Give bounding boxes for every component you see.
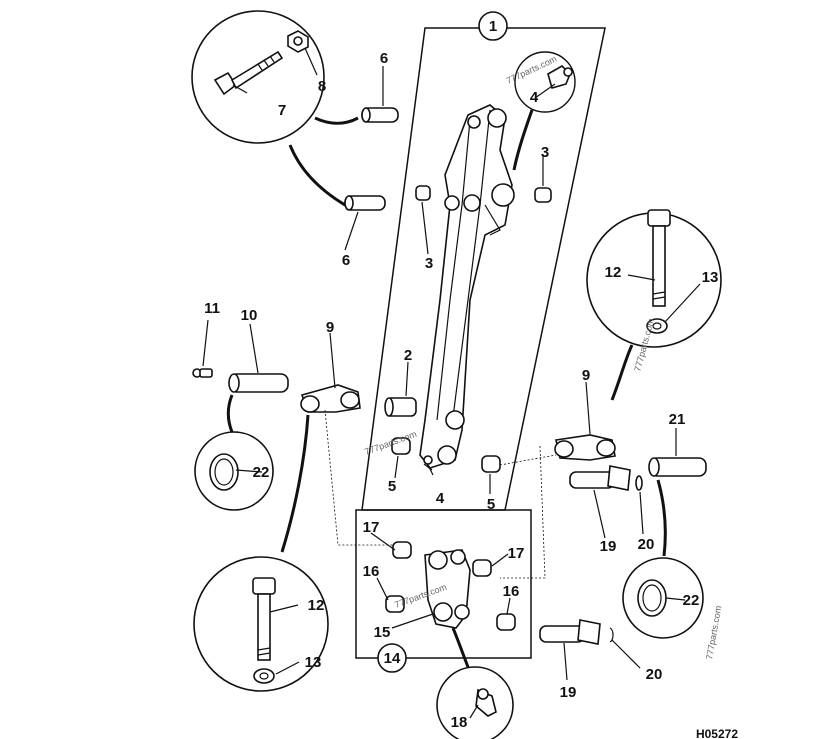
callout-17-left: 17 <box>363 519 380 536</box>
pin-6-bottom <box>344 195 386 211</box>
drawing-code: H05272 <box>696 727 738 739</box>
link-15 <box>424 549 471 629</box>
callout-2: 2 <box>404 347 412 364</box>
bolt-12-right <box>647 209 671 307</box>
nut-8 <box>287 30 309 53</box>
pin-10 <box>228 373 289 393</box>
callout-21: 21 <box>669 411 686 428</box>
callout-8: 8 <box>318 78 326 95</box>
bolt-7 <box>213 50 284 96</box>
bush-5-left <box>391 437 411 455</box>
callout-12-lower: 12 <box>308 597 325 614</box>
callout-labels: 1 14 2 3 3 4 4 5 5 6 6 7 8 9 9 10 11 12 … <box>204 11 719 731</box>
leader-curve-left <box>226 394 234 433</box>
bush-3-left <box>415 185 431 201</box>
callout-1: 1 <box>489 18 497 35</box>
centre-line-right-2 <box>499 454 557 466</box>
link-assembly-frame <box>355 509 532 659</box>
bush-16-right <box>496 613 516 631</box>
bush-17-right <box>472 559 492 577</box>
leader-curve-right-top <box>610 344 634 401</box>
callout-16-right: 16 <box>503 583 520 600</box>
bush-2 <box>384 397 417 417</box>
callout-3-left: 3 <box>425 255 433 272</box>
callout-16-left: 16 <box>363 563 380 580</box>
leader-curve-lower <box>451 627 472 673</box>
callout-10: 10 <box>241 307 258 324</box>
callout-5-left: 5 <box>388 478 396 495</box>
callout-22-right: 22 <box>683 592 700 609</box>
callout-15: 15 <box>374 624 391 641</box>
callout-14: 14 <box>384 650 401 667</box>
link-9-left <box>300 384 361 413</box>
callout-9-right: 9 <box>582 367 590 384</box>
callout-11: 11 <box>204 300 220 317</box>
callout-circle-1 <box>478 11 508 41</box>
clip-20-upper <box>635 475 643 491</box>
grease-nipple-4-top <box>547 65 573 89</box>
bush-17-left <box>392 541 412 559</box>
shim-22-left <box>209 453 239 491</box>
callout-6-bottom: 6 <box>342 252 350 269</box>
callout-19-lower: 19 <box>560 684 577 701</box>
shim-22-right <box>637 579 667 617</box>
callout-4-bottom: 4 <box>436 490 445 507</box>
detail-circle-bolt <box>191 10 325 144</box>
callout-19-upper: 19 <box>600 538 617 555</box>
nut-13-lower <box>253 668 275 684</box>
centre-line-left <box>324 409 400 546</box>
callout-6-top: 6 <box>380 50 388 67</box>
bolt-12-lower <box>252 577 276 661</box>
detail-circle-grease <box>436 666 514 739</box>
nut-13-right <box>646 318 668 334</box>
pin-19-upper <box>569 465 631 491</box>
callout-12-right: 12 <box>605 264 622 281</box>
callout-22-left: 22 <box>253 464 270 481</box>
callout-circle-14 <box>377 643 407 673</box>
callout-18: 18 <box>451 714 468 731</box>
callout-7: 7 <box>278 102 286 119</box>
pin-19-lower <box>539 619 601 645</box>
callout-17-right: 17 <box>508 545 525 562</box>
leader-curve-top-right <box>512 109 534 171</box>
callout-20-lower: 20 <box>646 666 663 683</box>
link-9-right <box>554 434 616 461</box>
leader-curve-topleft-2 <box>314 116 359 125</box>
callout-20-upper: 20 <box>638 536 655 553</box>
callout-4-top: 4 <box>530 89 539 106</box>
leader-lines <box>202 47 701 719</box>
callout-13-right: 13 <box>702 269 719 286</box>
leader-curve-right-mid <box>656 479 667 557</box>
bush-16-left <box>385 595 405 613</box>
grease-nipple-18 <box>475 688 497 717</box>
callout-3-right: 3 <box>541 144 549 161</box>
callout-13-lower: 13 <box>305 654 322 671</box>
clip-20-lower <box>609 627 614 643</box>
leader-curve-left-2 <box>280 414 310 553</box>
leader-curve-topleft <box>288 144 346 207</box>
centre-line-right <box>500 445 546 579</box>
watermark-right-lower: 777parts.com <box>704 605 723 660</box>
pin-6-top <box>361 107 399 123</box>
bush-3-right <box>534 187 552 203</box>
pin-21 <box>648 457 707 477</box>
grease-nipple-11 <box>192 368 213 378</box>
callout-5-right: 5 <box>487 496 495 513</box>
bush-5-right <box>481 455 501 473</box>
boom-arm <box>419 104 515 469</box>
callout-9-left: 9 <box>326 319 334 336</box>
